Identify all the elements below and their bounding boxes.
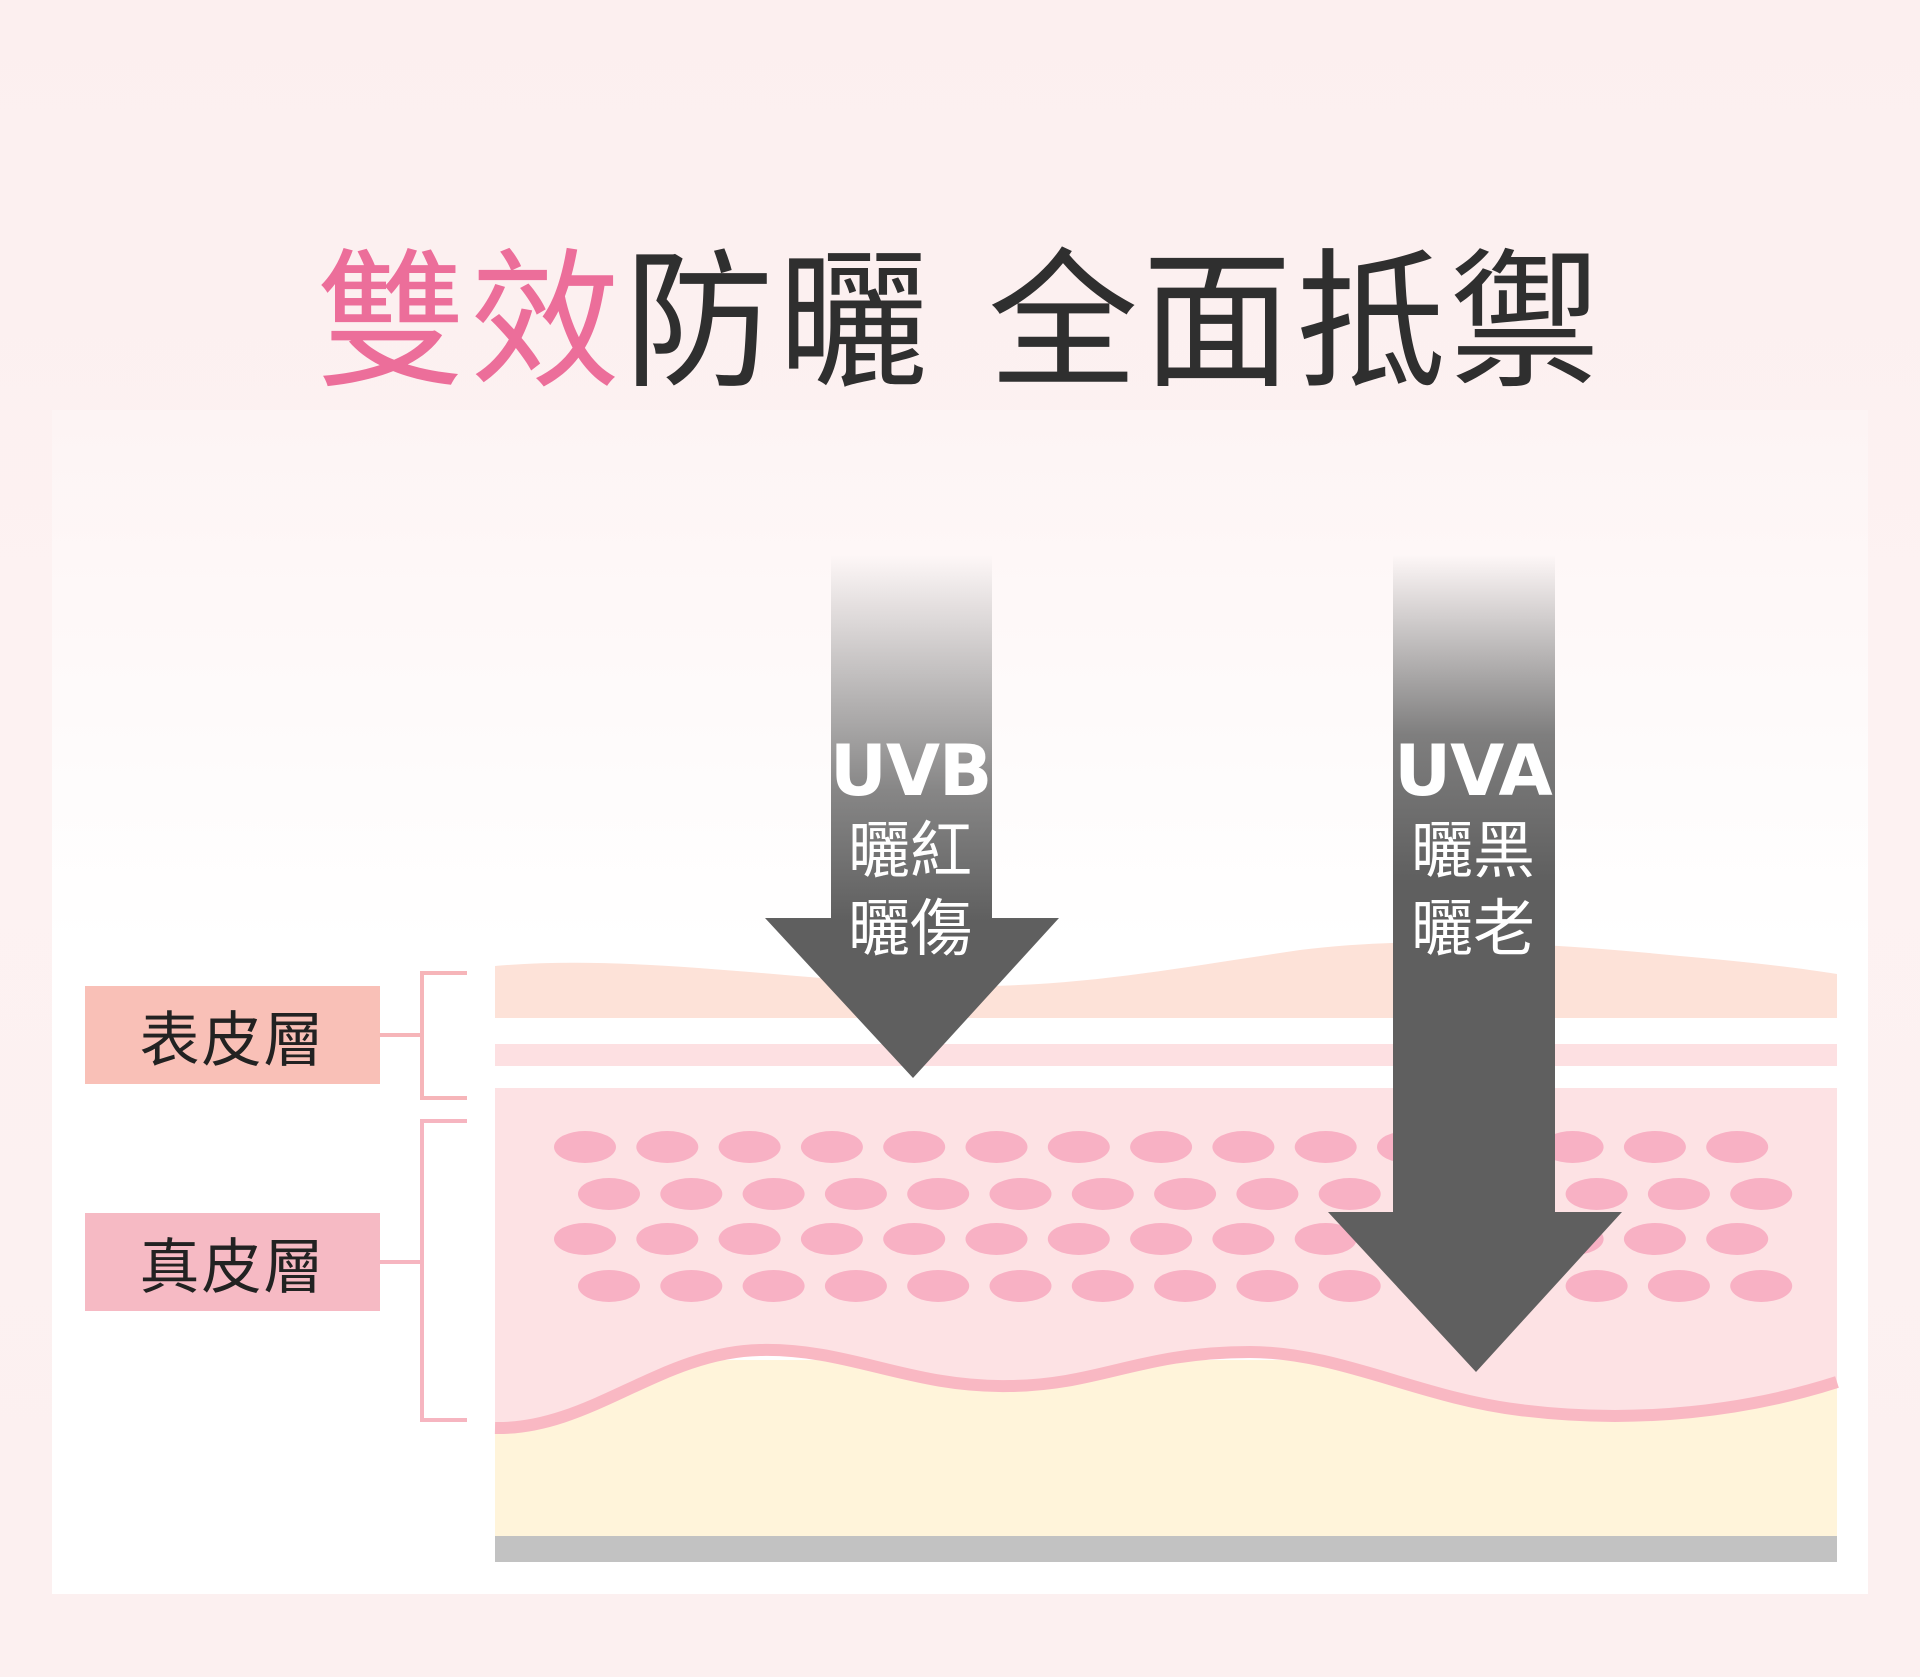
dermis-cell [800,1131,863,1163]
dermis-cell [1212,1131,1275,1163]
uva-effect-1: 曬黑 [1410,814,1535,887]
uvb-effect-1: 曬紅 [847,814,972,887]
uvb-arrow [765,555,1059,1078]
uva-arrow [1328,555,1622,1372]
dermis-cell [1318,1178,1381,1210]
dermis-cell [578,1178,640,1210]
epidermis-middle-layer [495,1044,1837,1066]
epidermis-label: 表皮層 [85,986,380,1084]
dermis-cell [883,1131,946,1163]
dermis-cell [1130,1223,1193,1255]
dermis-cell [742,1270,805,1302]
dermis-label: 真皮層 [85,1213,380,1311]
uvb-effect-2: 曬傷 [847,892,972,965]
dermis-cell [554,1223,616,1255]
uva-text: UVA 曬黑 曬老 [1393,730,1553,968]
dermis-cell [1623,1131,1686,1163]
dermis-cell [1623,1223,1686,1255]
dermis-cell [1154,1270,1217,1302]
dermis-boundary-line [494,1343,1839,1435]
dermis-cell [883,1223,946,1255]
page-title: 雙效防曬全面抵禦 [0,238,1920,408]
dermis-cell [1541,1131,1604,1163]
dermis-cell [636,1223,699,1255]
dermis-cell [989,1178,1052,1210]
dermis-cell [1047,1131,1110,1163]
dermis-cell [824,1270,887,1302]
uva-effect-2: 曬老 [1410,892,1535,965]
title-part1: 防曬 [623,236,932,410]
dermis-cell [1565,1270,1628,1302]
dermis-cell [1071,1270,1134,1302]
dermis-cell [1130,1131,1193,1163]
dermis-cell [1706,1131,1769,1163]
epidermis-top-layer [495,942,1837,1018]
title-part2: 全面抵禦 [988,236,1605,410]
dermis-cell [1294,1131,1357,1163]
dermis-cell [1236,1270,1299,1302]
dermis-cell [1730,1178,1793,1210]
base-layer [495,1534,1837,1562]
dermis-cell [1154,1178,1217,1210]
dermis-cell [965,1223,1028,1255]
dermis-cell [742,1178,805,1210]
dermis-cell [718,1131,781,1163]
dermis-cell [578,1270,640,1302]
dermis-cell [824,1178,887,1210]
dermis-cell [1565,1178,1628,1210]
dermis-cell [1318,1270,1381,1302]
dermis-cell [965,1131,1028,1163]
dermis-cell [718,1223,781,1255]
dermis-cell [907,1178,970,1210]
dermis-bracket [380,1119,467,1422]
dermis-cell [1294,1223,1357,1255]
dermis-cell [989,1270,1052,1302]
dermis-cell [660,1178,723,1210]
epidermis-bracket [380,971,467,1100]
dermis-cell [800,1223,863,1255]
dermis-cell [1730,1270,1793,1302]
dermis-cell [1071,1178,1134,1210]
dermis-cell [554,1131,616,1163]
uva-name: UVA [1394,730,1552,812]
dermis-cell [660,1270,723,1302]
uvb-name: UVB [830,730,992,812]
dermis-cell [1236,1178,1299,1210]
title-accent: 雙效 [315,236,624,410]
dermis-cell [1706,1223,1769,1255]
epidermis-bottom-layer [495,1088,1837,1096]
dermis-cell [1647,1178,1710,1210]
uvb-text: UVB 曬紅 曬傷 [830,730,992,968]
dermis-cell [1212,1223,1275,1255]
dermis-cell [636,1131,699,1163]
dermis-cell [1647,1270,1710,1302]
dermis-cell [1047,1223,1110,1255]
dermis-cell [907,1270,970,1302]
